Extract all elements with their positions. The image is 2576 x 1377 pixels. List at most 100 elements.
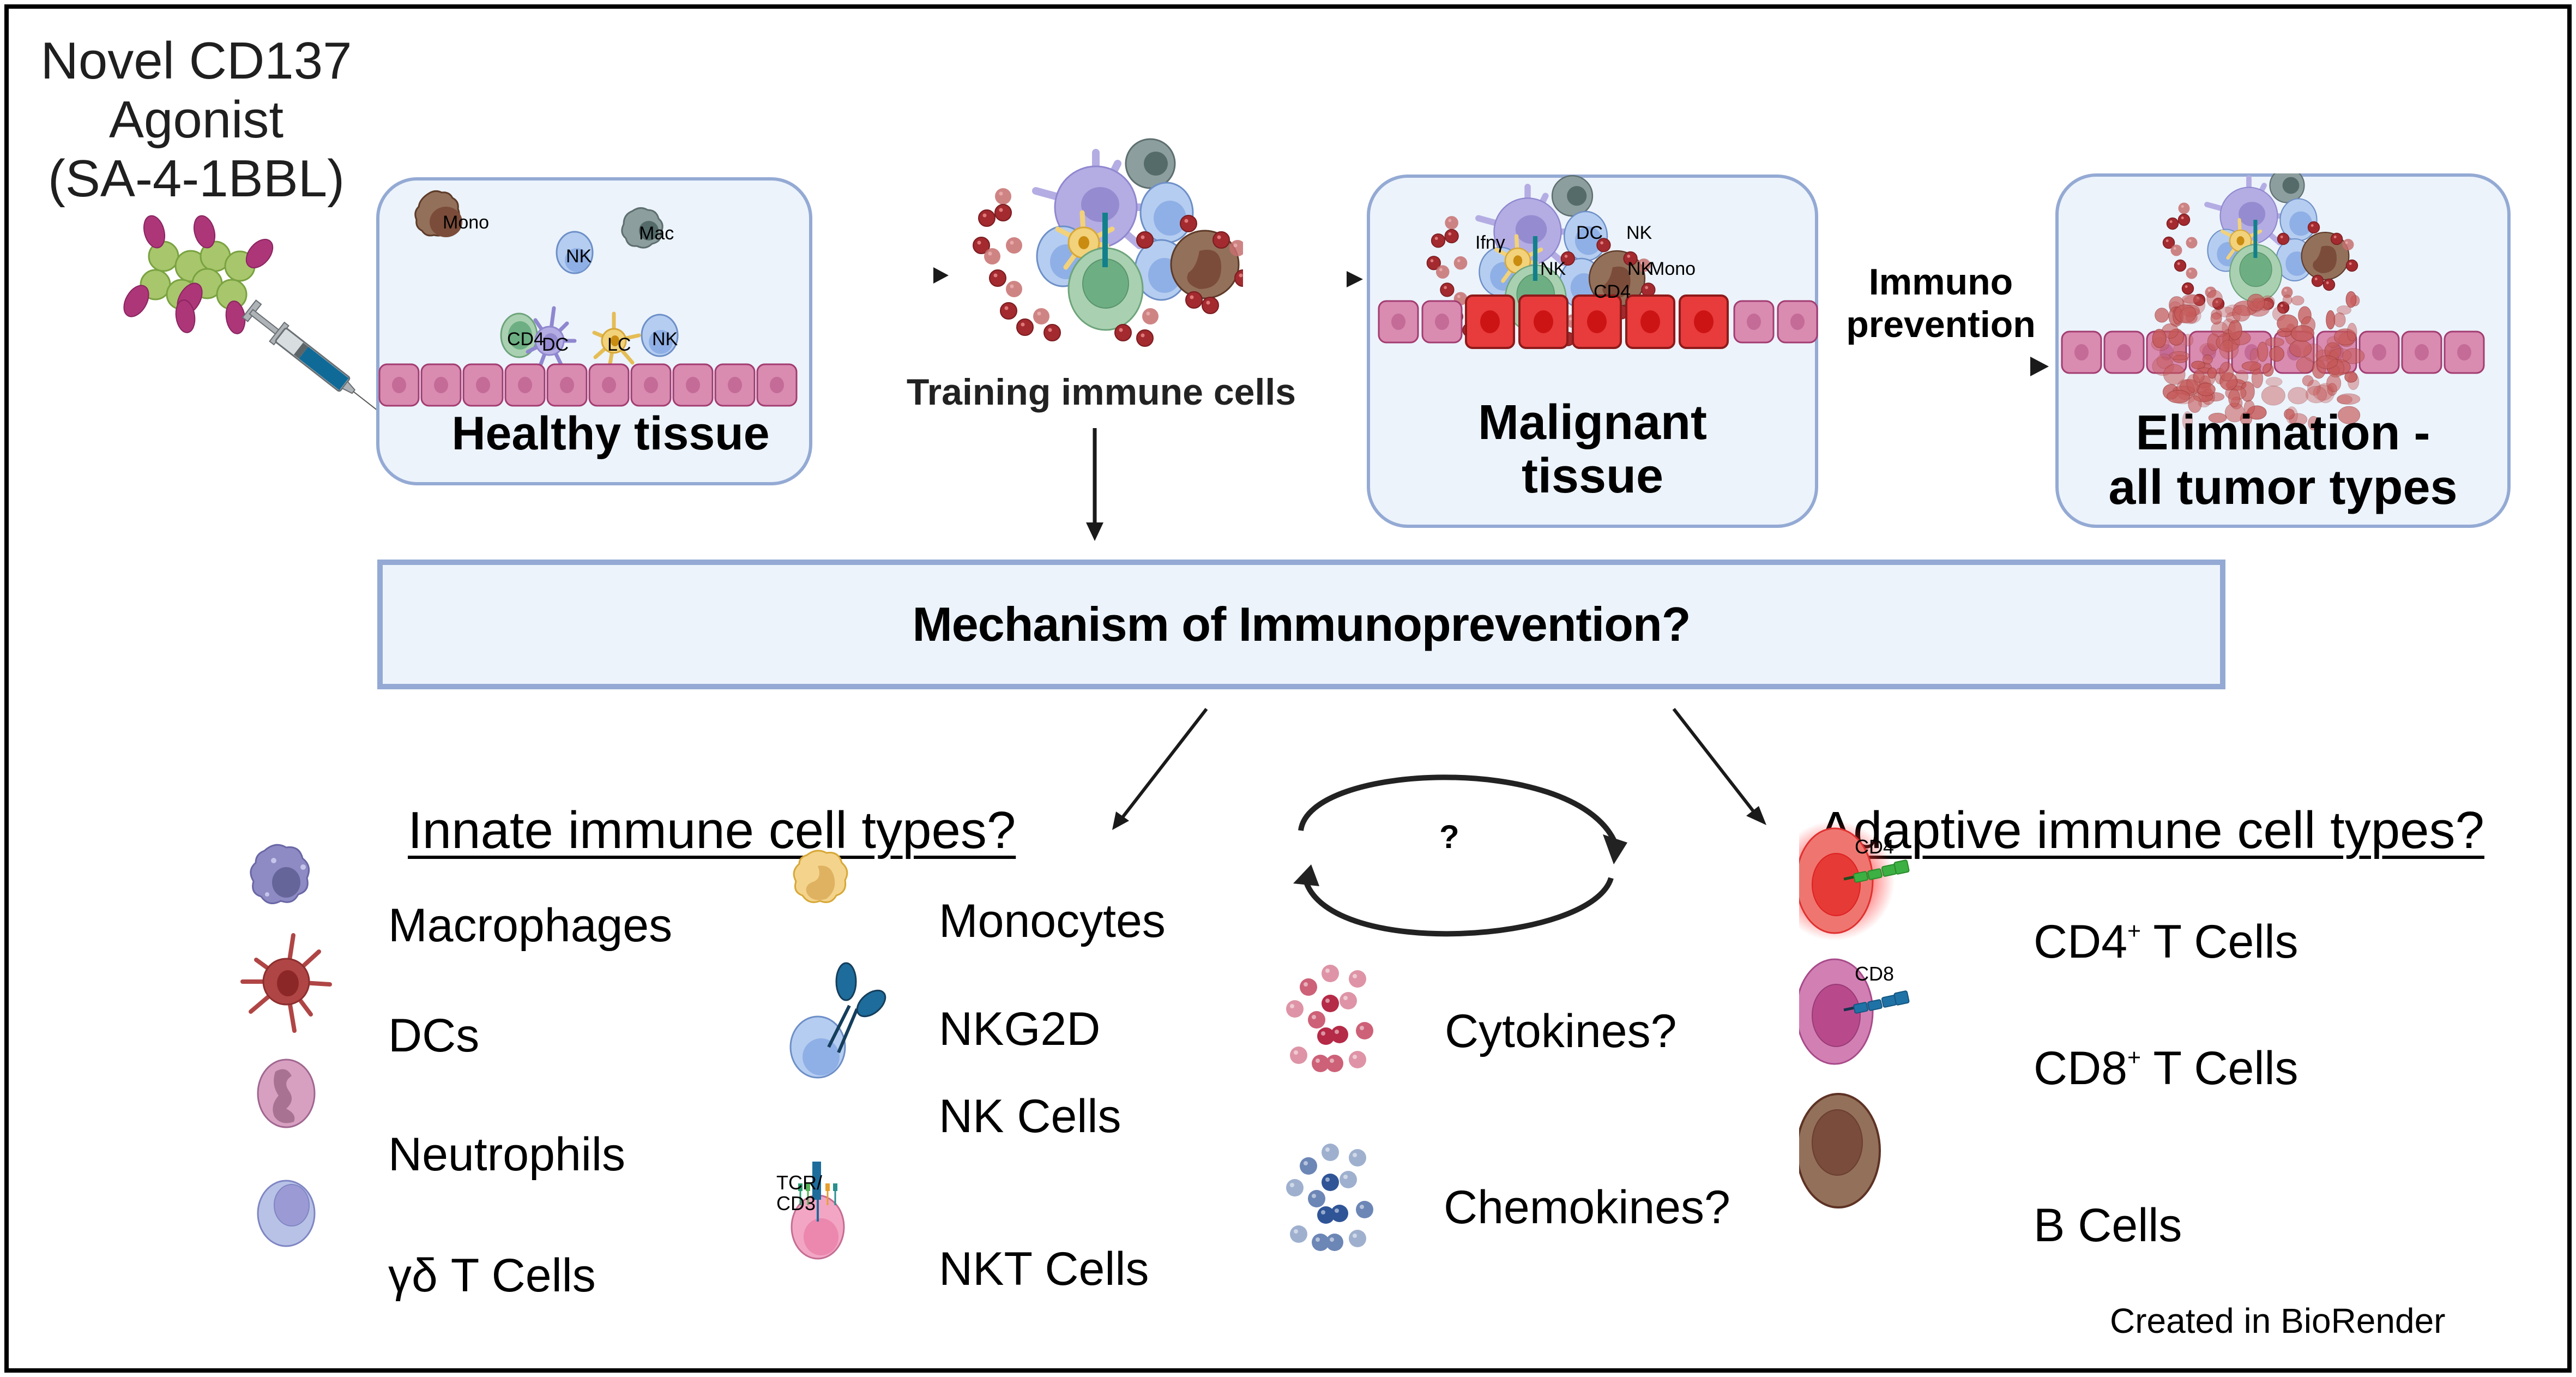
cytokine-dot — [2307, 221, 2320, 234]
cycle-question-mark: ? — [1439, 819, 1459, 855]
tumor-fragment — [2305, 386, 2327, 404]
cytokine-dot — [1136, 329, 1154, 347]
tumor-fragment — [2228, 320, 2242, 340]
tumor-fragment — [2207, 367, 2217, 379]
cell-tag: NK — [652, 329, 678, 350]
gamma-delta-t-cell-icon — [257, 1180, 316, 1247]
elimination-panel: Elimination - all tumor types — [2055, 173, 2511, 528]
tumor-fragment — [2263, 363, 2274, 377]
label-superscript: + — [2127, 918, 2141, 945]
molecule-dot — [1317, 1027, 1335, 1045]
molecule-dot — [1356, 1201, 1373, 1218]
cytokine-dots-icon — [1286, 965, 1373, 1072]
innate-cell-label: Neutrophils — [388, 1128, 625, 1181]
innate-cell-label: Monocytes — [939, 895, 1166, 947]
innate-cell-label: γδ T Cells — [388, 1249, 596, 1302]
label-part: B Cells — [2034, 1199, 2182, 1252]
tumor-fragment — [2265, 337, 2284, 347]
neutrophil-icon — [257, 1059, 316, 1128]
syringe-icon — [242, 299, 389, 420]
macrophage-cell-icon — [1125, 138, 1176, 189]
innate-cell-label: Macrophages — [388, 899, 673, 952]
molecule-dot — [1326, 1234, 1343, 1251]
tumor-fragment — [2235, 370, 2249, 384]
agonist-title-line: Agonist — [108, 91, 284, 149]
tumor-fragment — [2188, 395, 2202, 413]
tumor-fragment — [2182, 411, 2193, 431]
molecule-dot — [1349, 1149, 1366, 1166]
tumor-fragment — [2291, 296, 2304, 306]
adaptive-cell-label: B Cells — [2034, 1199, 2182, 1253]
tumor-fragment — [2288, 387, 2308, 405]
cytokine-dot — [2174, 259, 2187, 272]
cell-tag: NK — [1540, 258, 1566, 279]
cytokine-dot — [2177, 213, 2191, 226]
innate-cell-icons — [240, 844, 886, 1260]
tumor-fragment — [2228, 388, 2240, 407]
label-line: tissue — [1521, 449, 1664, 503]
nk-cell-icon — [556, 231, 594, 274]
tumor-fragment — [2284, 408, 2295, 420]
healthy-tissue-graphics — [378, 190, 798, 407]
figure-frame — [4, 4, 2572, 1373]
cell-tag: DC — [542, 334, 569, 355]
cytokine-dot — [2322, 278, 2336, 291]
molecule-dot — [1308, 1190, 1325, 1207]
molecule-dot — [1290, 1047, 1307, 1064]
innate-heading: Innate immune cell types? — [408, 801, 1016, 859]
cell-tag: NK — [1627, 258, 1654, 279]
adaptive-cell-icons — [1799, 821, 1910, 1208]
cytokine-dot — [2311, 274, 2324, 287]
cycle-arrows-icon — [1298, 774, 1616, 937]
molecule-dot — [1340, 992, 1357, 1009]
cytokine-dot — [1440, 282, 1455, 297]
tumor-fragment — [2257, 341, 2269, 362]
molecule-dot — [1340, 1171, 1357, 1188]
molecule-dot — [1349, 1051, 1366, 1068]
tumor-fragment — [2206, 290, 2223, 308]
label-part: CD4 — [2034, 916, 2128, 968]
tumor-fragment — [2219, 362, 2234, 382]
training-label: Training immune cells — [906, 371, 1296, 413]
tumor-fragment — [2219, 339, 2239, 359]
molecule-dot — [1286, 1000, 1304, 1018]
cytokine-dot — [1114, 324, 1132, 341]
tumor-fragment — [2211, 321, 2229, 338]
cytokine-dot — [2342, 239, 2354, 250]
tumor-fragment — [2243, 400, 2255, 415]
malignant-tissue-graphics — [1378, 175, 1818, 349]
cytokine-dot — [1445, 216, 1458, 230]
molecule-dot — [1300, 978, 1317, 996]
tumor-fragment — [2344, 371, 2358, 383]
molecule-dot — [1308, 1011, 1325, 1029]
tumor-fragment — [2241, 361, 2261, 371]
nkt-cell-icon — [791, 1162, 845, 1260]
tumor-fragment — [2210, 312, 2222, 324]
tumor-fragment — [2337, 305, 2351, 315]
molecule-dot — [1331, 1205, 1348, 1222]
cytokine-dot — [2181, 282, 2194, 295]
cytokine-dot — [984, 248, 1000, 264]
dendritic-cell-icon — [526, 306, 577, 369]
tumor-fragment — [2163, 364, 2186, 385]
tumor-fragment — [2269, 346, 2284, 362]
agonist-title: Novel CD137 Agonist (SA-4-1BBL) — [11, 32, 382, 208]
cytokine-dot — [1006, 237, 1022, 254]
tumor-fragment — [2290, 325, 2314, 342]
nkg2d-receptor-icon — [827, 962, 886, 1054]
label-line: Elimination - — [2135, 406, 2430, 460]
monocyte-cell-icon — [414, 190, 462, 237]
cell-tag: Mono — [1649, 258, 1696, 279]
nk-cell-with-nkg2d-icon — [789, 962, 886, 1079]
mechanism-banner: Mechanism of Immunoprevention? — [377, 560, 2225, 689]
cytokine-dot — [1435, 265, 1450, 279]
b-cell-icon — [1799, 1093, 1881, 1208]
cytokine-dot — [2166, 217, 2179, 230]
tumor-fragment — [2169, 351, 2190, 360]
biorender-credit: Created in BioRender — [2110, 1301, 2446, 1340]
cytokines-label: Cytokines? — [1445, 1005, 1677, 1057]
tumor-fragment — [2338, 406, 2361, 424]
langerhans-cell-icon — [592, 311, 641, 369]
tumor-fragment — [2289, 340, 2312, 358]
cd8-t-cell-icon — [1799, 958, 1910, 1065]
